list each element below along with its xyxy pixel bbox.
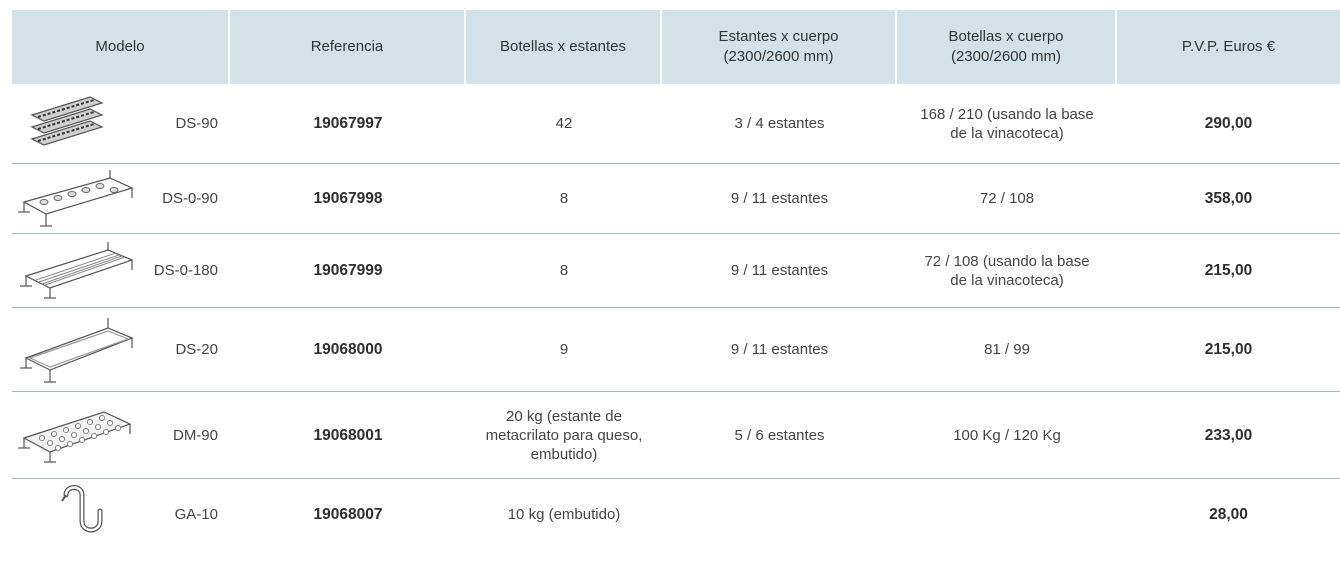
header-referencia: Referencia bbox=[230, 10, 466, 84]
table-row: GA-10 19068007 10 kg (embutido) 28,00 bbox=[12, 479, 1340, 549]
model-cell: GA-10 bbox=[12, 479, 230, 549]
table-row: DS-0-90 19067998 8 9 / 11 estantes 72 / … bbox=[12, 164, 1340, 234]
reference-cell: 19068000 bbox=[313, 341, 383, 358]
header-botellas-estantes: Botellas x estantes bbox=[466, 10, 662, 84]
bottles-per-body-cell: 72 / 108 bbox=[979, 190, 1035, 207]
model-cell: DS-20 bbox=[12, 308, 230, 391]
price-cell: 215,00 bbox=[1204, 262, 1253, 279]
price-table: Modelo Referencia Botellas x estantes Es… bbox=[12, 10, 1340, 549]
reference-cell: 19068001 bbox=[313, 426, 383, 444]
header-pvp: P.V.P. Euros € bbox=[1181, 38, 1276, 55]
price-cell: 358,00 bbox=[1204, 190, 1253, 207]
model-name: GA-10 bbox=[174, 505, 218, 523]
reference-cell: 19067999 bbox=[313, 262, 383, 279]
bottles-per-body-cell: 168 / 210 (usando la base de la vinacote… bbox=[920, 105, 1094, 142]
frame-shelf-rack-icon bbox=[20, 317, 134, 383]
shelves-per-body-cell: 9 / 11 estantes bbox=[730, 190, 829, 207]
shelves-per-body-cell bbox=[662, 479, 897, 549]
price-cell: 233,00 bbox=[1204, 426, 1253, 444]
reference-cell: 19067998 bbox=[313, 190, 383, 207]
reference-cell: 19068007 bbox=[313, 505, 383, 523]
shelves-per-body-cell: 3 / 4 estantes bbox=[734, 115, 825, 132]
table-header: Modelo Referencia Botellas x estantes Es… bbox=[12, 10, 1340, 84]
stacked-bottle-racks-icon bbox=[30, 95, 104, 146]
model-cell: DM-90 bbox=[12, 392, 230, 478]
shelves-per-body-cell: 9 / 11 estantes bbox=[730, 341, 829, 358]
header-estantes-cuerpo: Estantes x cuerpo (2300/2600 mm) bbox=[662, 10, 897, 84]
bottles-per-shelf-cell: 8 bbox=[559, 262, 569, 279]
model-name: DS-90 bbox=[175, 115, 218, 132]
rod-shelf-rack-icon bbox=[20, 241, 134, 299]
bottle-shelf-rack-icon bbox=[18, 169, 134, 227]
model-name: DS-20 bbox=[175, 341, 218, 358]
bottles-per-body-cell: 72 / 108 (usando la base de la vinacotec… bbox=[924, 252, 1090, 289]
bottles-per-body-cell: 100 Kg / 120 Kg bbox=[953, 426, 1061, 444]
s-hook-icon bbox=[61, 485, 103, 533]
header-botellas-cuerpo: Botellas x cuerpo (2300/2600 mm) bbox=[897, 10, 1117, 84]
bottles-per-body-cell: 81 / 99 bbox=[984, 341, 1030, 358]
price-cell: 215,00 bbox=[1204, 341, 1253, 358]
bottles-per-shelf-cell: 10 kg (embutido) bbox=[507, 505, 621, 523]
model-name: DS-0-90 bbox=[162, 190, 218, 207]
price-cell: 290,00 bbox=[1204, 115, 1253, 132]
model-cell: DS-0-180 bbox=[12, 234, 230, 307]
bottles-per-body-cell bbox=[897, 479, 1117, 549]
bottles-per-shelf-cell: 8 bbox=[559, 190, 569, 207]
table-row: DS-20 19068000 9 9 / 11 estantes 81 / 99… bbox=[12, 308, 1340, 392]
model-cell: DS-90 bbox=[12, 84, 230, 163]
table-row: DS-90 19067997 42 3 / 4 estantes 168 / 2… bbox=[12, 84, 1340, 164]
table-row: DS-0-180 19067999 8 9 / 11 estantes 72 /… bbox=[12, 234, 1340, 308]
shelves-per-body-cell: 5 / 6 estantes bbox=[734, 426, 825, 444]
model-cell: DS-0-90 bbox=[12, 164, 230, 233]
shelves-per-body-cell: 9 / 11 estantes bbox=[730, 262, 829, 279]
header-modelo: Modelo bbox=[12, 10, 230, 84]
reference-cell: 19067997 bbox=[313, 115, 383, 132]
bottles-per-shelf-cell: 20 kg (estante de metacrilato para queso… bbox=[485, 407, 643, 463]
table-row: DM-90 19068001 20 kg (estante de metacri… bbox=[12, 392, 1340, 479]
bottles-per-shelf-cell: 9 bbox=[559, 341, 569, 358]
model-name: DS-0-180 bbox=[153, 262, 218, 279]
price-cell: 28,00 bbox=[1209, 505, 1248, 523]
perforated-methacrylate-shelf-icon bbox=[18, 411, 132, 463]
bottles-per-shelf-cell: 42 bbox=[555, 115, 573, 132]
model-name: DM-90 bbox=[172, 426, 218, 444]
